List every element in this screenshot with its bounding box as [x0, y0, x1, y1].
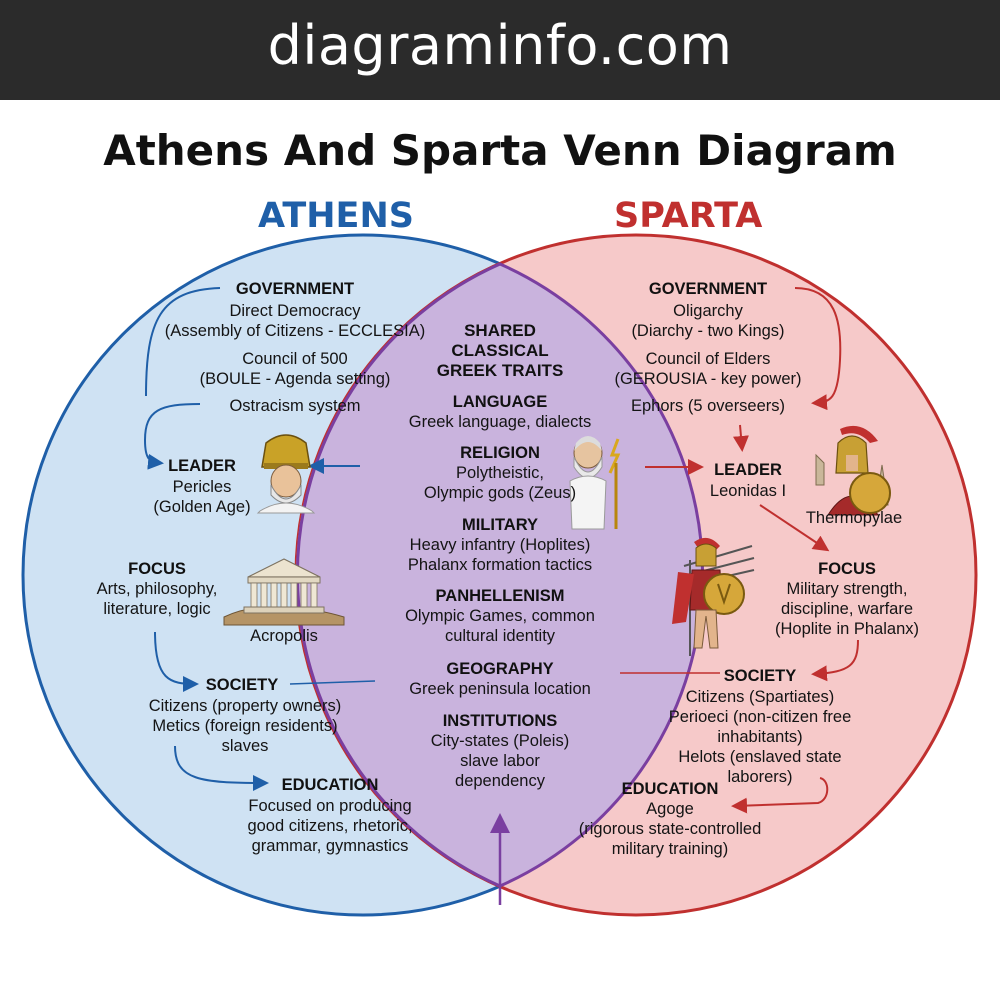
- athens-society-heading: SOCIETY: [205, 676, 279, 694]
- shared-panhellenism-line: Olympic Games, common: [405, 607, 595, 625]
- sparta-society-line: laborers): [727, 768, 793, 786]
- sparta-leader-line: Leonidas I: [709, 482, 787, 500]
- shared-institutions-line: City-states (Poleis): [430, 732, 570, 750]
- athens-leader-line: (Golden Age): [153, 498, 251, 516]
- sparta-society-line: inhabitants): [717, 728, 803, 746]
- athens-arrow-society: [174, 745, 269, 791]
- athens-arrow-focus: [154, 631, 199, 692]
- sparta-arrow-education: [731, 777, 829, 814]
- athens-education-line: good citizens, rhetoric,: [247, 817, 413, 835]
- shared-geography-line: Greek peninsula location: [409, 680, 591, 698]
- sparta-focus-line: Military strength,: [786, 580, 908, 598]
- acropolis-caption: Acropolis: [250, 627, 318, 645]
- sparta-focus-line: discipline, warfare: [780, 600, 914, 618]
- shared-panhellenism-heading: PANHELLENISM: [435, 587, 565, 605]
- sparta-society-line: Citizens (Spartiates): [685, 688, 835, 706]
- athens-education-line: grammar, gymnastics: [251, 837, 409, 855]
- shared-institutions-line: dependency: [455, 772, 545, 790]
- shared-religion-heading: RELIGION: [460, 444, 540, 462]
- site-banner: diagraminfo.com: [0, 0, 1000, 100]
- sparta-society-line: Perioeci (non-citizen free: [668, 708, 852, 726]
- zeus-icon: [569, 436, 621, 530]
- athens-label: ATHENS: [258, 196, 414, 236]
- athens-arrow-gov: [145, 287, 221, 397]
- sparta-arrow-focus: [759, 504, 830, 552]
- sparta-education-line: military training): [611, 840, 729, 858]
- athens-leader-heading: LEADER: [168, 457, 236, 475]
- shared-institutions-line: slave labor: [460, 752, 540, 770]
- thermopylae-caption: Thermopylae: [805, 509, 903, 527]
- sparta-government-line: Oligarchy: [673, 302, 743, 320]
- sparta-government-line: (GEROUSIA - key power): [614, 370, 802, 388]
- page-title: Athens And Sparta Venn Diagram: [103, 126, 897, 175]
- sparta-government-line: Council of Elders: [645, 350, 771, 368]
- shared-religion-line: Olympic gods (Zeus): [423, 484, 577, 502]
- athens-government-line: (BOULE - Agenda setting): [199, 370, 391, 388]
- shared-heading: SHARED: [464, 321, 536, 340]
- shared-panhellenism-line: cultural identity: [444, 627, 556, 645]
- athens-society-line: Citizens (property owners): [148, 697, 342, 715]
- sparta-society-line: Helots (enslaved state: [678, 748, 842, 766]
- sparta-education-heading: EDUCATION: [621, 780, 719, 798]
- hoplite-icon: [672, 537, 755, 656]
- sparta-government-line: Ephors (5 overseers): [630, 397, 786, 415]
- shared-geography-heading: GEOGRAPHY: [446, 660, 554, 678]
- shared-military-line: Phalanx formation tactics: [407, 556, 593, 574]
- shared-institutions-heading: INSTITUTIONS: [442, 712, 558, 730]
- pericles-icon: [256, 434, 316, 514]
- athens-society-line: slaves: [221, 737, 269, 755]
- athens-leader-line: Pericles: [172, 478, 232, 496]
- sparta-education-line: Agoge: [646, 800, 694, 818]
- athens-government-line: Council of 500: [242, 350, 348, 368]
- athens-education-heading: EDUCATION: [281, 776, 379, 794]
- sparta-arrow-gov: [794, 287, 842, 411]
- athens-arrow-leader: [143, 403, 201, 470]
- sparta-leader-heading: LEADER: [714, 461, 782, 479]
- sparta-arrow-leader: [732, 424, 749, 452]
- shared-religion-line: Polytheistic,: [455, 464, 545, 482]
- sparta-label: SPARTA: [614, 196, 763, 236]
- athens-society-line: Metics (foreign residents): [152, 717, 338, 735]
- shared-heading: GREEK TRAITS: [436, 361, 564, 380]
- athens-education-line: Focused on producing: [248, 797, 412, 815]
- shared-language-line: Greek language, dialects: [408, 413, 592, 431]
- athens-government-line: Direct Democracy: [229, 302, 361, 320]
- sparta-arrow-society: [811, 639, 859, 682]
- athens-arrow-shared: [289, 680, 376, 685]
- athens-government-heading: GOVERNMENT: [235, 280, 355, 298]
- site-name[interactable]: diagraminfo.com: [267, 14, 733, 77]
- sparta-focus-line: (Hoplite in Phalanx): [775, 620, 919, 638]
- shared-overlap: [296, 235, 703, 915]
- leonidas-icon: [815, 425, 891, 516]
- shared-language-heading: LANGUAGE: [452, 393, 548, 411]
- sparta-education-line: (rigorous state-controlled: [578, 820, 762, 838]
- athens-government-line: Ostracism system: [229, 397, 361, 415]
- athens-focus-heading: FOCUS: [128, 560, 186, 578]
- sparta-focus-heading: FOCUS: [818, 560, 876, 578]
- athens-government-line: (Assembly of Citizens - ECCLESIA): [164, 322, 426, 340]
- sparta-society-heading: SOCIETY: [723, 667, 797, 685]
- athens-focus-line: Arts, philosophy,: [96, 580, 218, 598]
- shared-military-heading: MILITARY: [461, 516, 539, 534]
- shared-military-line: Heavy infantry (Hoplites): [409, 536, 591, 554]
- acropolis-icon: [223, 558, 345, 626]
- athens-focus-line: literature, logic: [103, 600, 211, 618]
- sparta-government-line: (Diarchy - two Kings): [631, 322, 785, 340]
- shared-heading: CLASSICAL: [451, 341, 549, 360]
- sparta-government-heading: GOVERNMENT: [648, 280, 768, 298]
